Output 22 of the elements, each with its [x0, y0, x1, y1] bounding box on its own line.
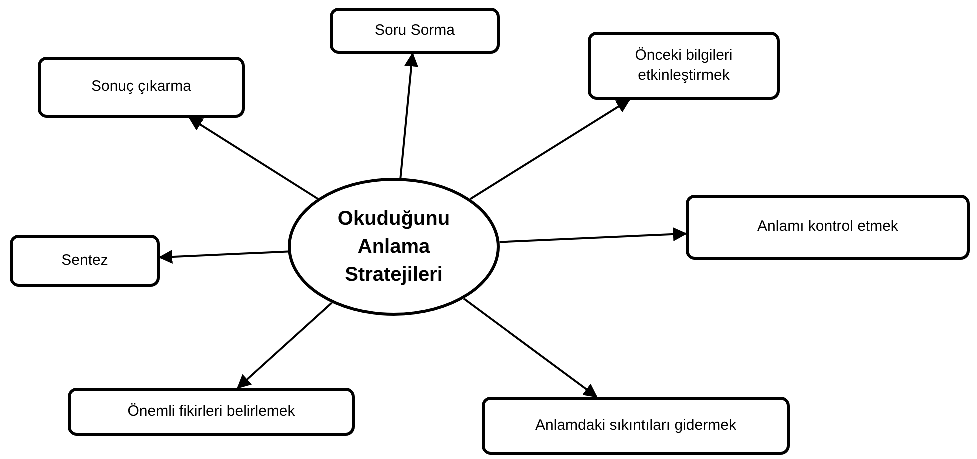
strategy-box	[68, 388, 355, 436]
strategy-box	[38, 57, 245, 118]
strategy-label: Sonuç çıkarma	[91, 77, 192, 98]
arrow	[237, 302, 333, 389]
strategy-box	[686, 195, 970, 260]
strategy-box	[10, 235, 160, 287]
arrow	[470, 99, 631, 200]
strategy-label: Anlamdaki sıkıntıları gidermek	[536, 416, 736, 436]
strategy-box	[330, 8, 500, 54]
arrow	[400, 52, 418, 178]
strategy-label: Önceki bilgileri etkinleştirmek	[634, 46, 734, 86]
arrow	[188, 117, 318, 200]
arrow	[158, 250, 288, 264]
strategy-label: Anlamı kontrol etmek	[758, 217, 898, 238]
arrow	[500, 227, 688, 244]
strategy-box	[588, 32, 780, 100]
arrow	[463, 298, 598, 398]
strategy-label: Önemli fikirleri belirlemek	[128, 402, 296, 422]
strategy-label: Soru Sorma	[374, 20, 456, 41]
central-title: Okuduğunu Anlama Stratejileri	[336, 207, 452, 288]
strategy-box	[482, 397, 790, 455]
strategy-label: Sentez	[62, 250, 108, 271]
